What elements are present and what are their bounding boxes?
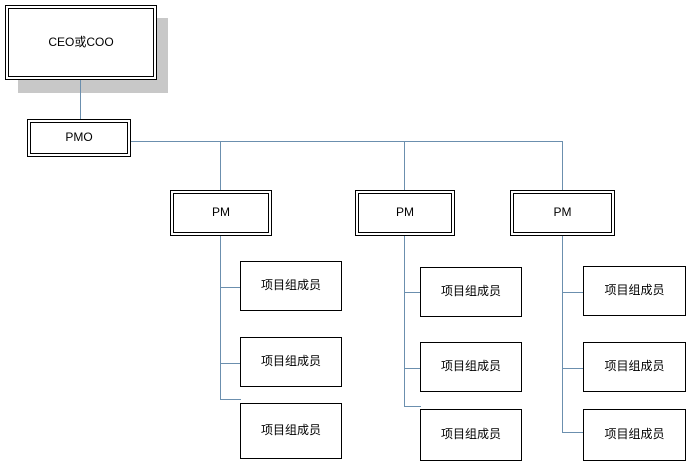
- connector-pm-1-branch-2: [220, 363, 241, 364]
- node-pmo-label: PMO: [65, 130, 93, 145]
- node-team-member-1-1-label: 项目组成员: [260, 278, 321, 293]
- node-ceo-inner: CEO或COO: [8, 8, 154, 77]
- connector-pm-2-branch-1: [404, 292, 421, 293]
- node-team-member-2-3-label: 项目组成员: [440, 427, 501, 442]
- node-team-member-2-1-label: 项目组成员: [440, 284, 501, 299]
- connector-pm-2-branch-2: [404, 368, 421, 369]
- node-pm-3-label: PM: [553, 205, 572, 220]
- node-team-member-1-3[interactable]: 项目组成员: [240, 403, 342, 459]
- node-team-member-2-2-label: 项目组成员: [440, 359, 501, 374]
- node-team-member-1-1[interactable]: 项目组成员: [240, 261, 342, 311]
- connector-pm-3-branch-1: [562, 292, 583, 293]
- node-team-member-2-3[interactable]: 项目组成员: [420, 409, 522, 461]
- node-pmo[interactable]: PMO: [27, 119, 131, 157]
- node-team-member-3-3[interactable]: 项目组成员: [583, 409, 686, 461]
- node-ceo-label: CEO或COO: [48, 34, 114, 49]
- connector-bus-to-pm-1: [220, 141, 221, 190]
- connector-pm-3-branch-3: [562, 432, 583, 433]
- node-pm-3[interactable]: PM: [510, 190, 615, 236]
- node-pm-1[interactable]: PM: [170, 190, 272, 236]
- node-pmo-inner: PMO: [30, 122, 128, 154]
- connector-ceo-to-pmo: [80, 80, 81, 119]
- connector-pm-1-branch-3: [220, 399, 241, 400]
- connector-pm-3-branch-2: [562, 368, 583, 369]
- node-team-member-3-2-label: 项目组成员: [604, 359, 665, 374]
- node-pm-2-inner: PM: [358, 193, 452, 233]
- node-team-member-3-3-label: 项目组成员: [604, 427, 665, 442]
- connector-pm-2-spine: [404, 236, 405, 406]
- node-pm-2[interactable]: PM: [355, 190, 455, 236]
- node-team-member-1-2[interactable]: 项目组成员: [240, 337, 342, 387]
- node-ceo[interactable]: CEO或COO: [5, 5, 157, 80]
- connector-pm-3-spine: [562, 236, 563, 432]
- node-pm-1-label: PM: [212, 205, 230, 220]
- connector-pm-2-branch-3: [404, 406, 421, 407]
- node-team-member-3-2[interactable]: 项目组成员: [583, 342, 686, 392]
- connector-pmo-bus: [131, 141, 562, 142]
- node-team-member-2-1[interactable]: 项目组成员: [420, 267, 522, 317]
- connector-bus-to-pm-3: [562, 141, 563, 190]
- node-team-member-2-2[interactable]: 项目组成员: [420, 342, 522, 392]
- node-pm-3-inner: PM: [513, 193, 612, 233]
- connector-bus-to-pm-2: [404, 141, 405, 190]
- node-team-member-3-1[interactable]: 项目组成员: [583, 266, 686, 316]
- node-team-member-1-3-label: 项目组成员: [260, 423, 321, 438]
- node-team-member-1-2-label: 项目组成员: [260, 354, 321, 369]
- node-team-member-3-1-label: 项目组成员: [604, 283, 665, 298]
- node-pm-2-label: PM: [396, 205, 414, 220]
- node-pm-1-inner: PM: [173, 193, 269, 233]
- connector-pm-1-spine: [220, 236, 221, 399]
- connector-pm-1-branch-1: [220, 287, 241, 288]
